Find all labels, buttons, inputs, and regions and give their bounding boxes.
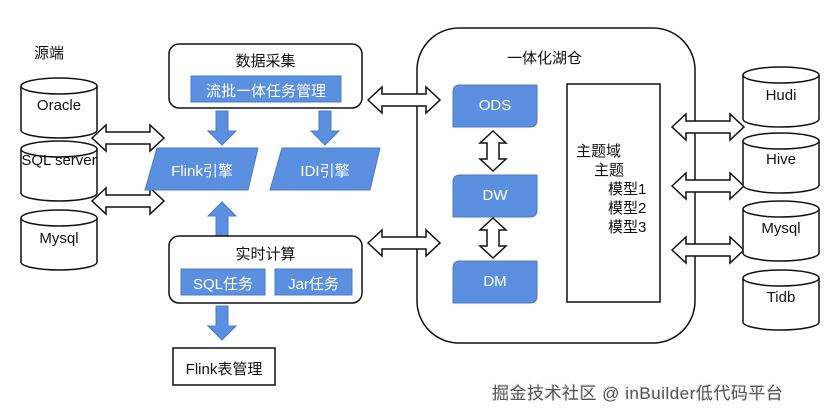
collection-title: 数据采集 bbox=[235, 53, 296, 70]
model-label-3: 模型3 bbox=[608, 219, 647, 236]
collection-lakehouse-arrow bbox=[367, 86, 441, 114]
subject-label: 主题 bbox=[594, 162, 625, 179]
target-sync-arrow-3 bbox=[671, 236, 745, 264]
sql-task-box bbox=[180, 268, 266, 296]
collection-to-idi-arrow bbox=[310, 110, 340, 146]
model-label-2: 模型2 bbox=[608, 200, 647, 217]
lakehouse-title: 一体化湖仓 bbox=[507, 50, 583, 67]
source-db-sqlserver bbox=[20, 140, 98, 202]
realtime-to-flink-arrow bbox=[206, 201, 238, 237]
realtime-to-table-arrow bbox=[207, 305, 237, 341]
realtime-lakehouse-arrow bbox=[367, 229, 441, 257]
subject-domain-label: 主题域 bbox=[576, 143, 622, 160]
target-sync-arrow-2 bbox=[671, 172, 745, 200]
target-label-hive: Hive bbox=[765, 151, 796, 168]
sql-task-label: SQL任务 bbox=[192, 276, 253, 293]
flink-engine-shape bbox=[144, 147, 259, 191]
target-label-hudi: Hudi bbox=[765, 87, 797, 104]
sources-title: 源端 bbox=[34, 45, 65, 62]
layer-dw-box bbox=[452, 174, 538, 218]
target-label-tidb: Tidb bbox=[766, 289, 796, 306]
flink-table-box bbox=[172, 347, 276, 386]
source-label-sqlserver: SQL server bbox=[21, 152, 97, 169]
layer-ods-label: ODS bbox=[478, 97, 512, 114]
source-label-mysql: Mysql bbox=[39, 230, 79, 247]
flink-table-label: Flink表管理 bbox=[185, 361, 263, 378]
source-sync-arrow-1 bbox=[91, 124, 165, 152]
model-label-1: 模型1 bbox=[608, 181, 647, 198]
idi-engine-label: IDI引擎 bbox=[300, 163, 350, 180]
realtime-title: 实时计算 bbox=[235, 246, 296, 263]
jar-task-box bbox=[274, 268, 353, 296]
layer-ods-box bbox=[452, 84, 538, 128]
subject-panel bbox=[566, 83, 661, 303]
idi-engine-shape bbox=[269, 147, 381, 191]
stream-batch-task-label: 流批一体任务管理 bbox=[205, 83, 326, 100]
jar-task-label: Jar任务 bbox=[288, 276, 339, 293]
stream-batch-task-box bbox=[190, 75, 342, 103]
layer-dm-label: DM bbox=[483, 273, 507, 290]
flink-engine-label: Flink引擎 bbox=[171, 163, 233, 180]
source-label-oracle: Oracle bbox=[36, 97, 82, 114]
target-sync-arrow-1 bbox=[671, 113, 745, 141]
target-label-mysql: Mysql bbox=[761, 220, 801, 237]
layer-dm-box bbox=[452, 260, 538, 304]
collection-to-flink-arrow bbox=[207, 110, 237, 146]
layer-dw-label: DW bbox=[482, 187, 508, 204]
source-sync-arrow-2 bbox=[91, 187, 165, 215]
watermark: 掘金技术社区 @ inBuilder低代码平台 bbox=[492, 384, 784, 403]
